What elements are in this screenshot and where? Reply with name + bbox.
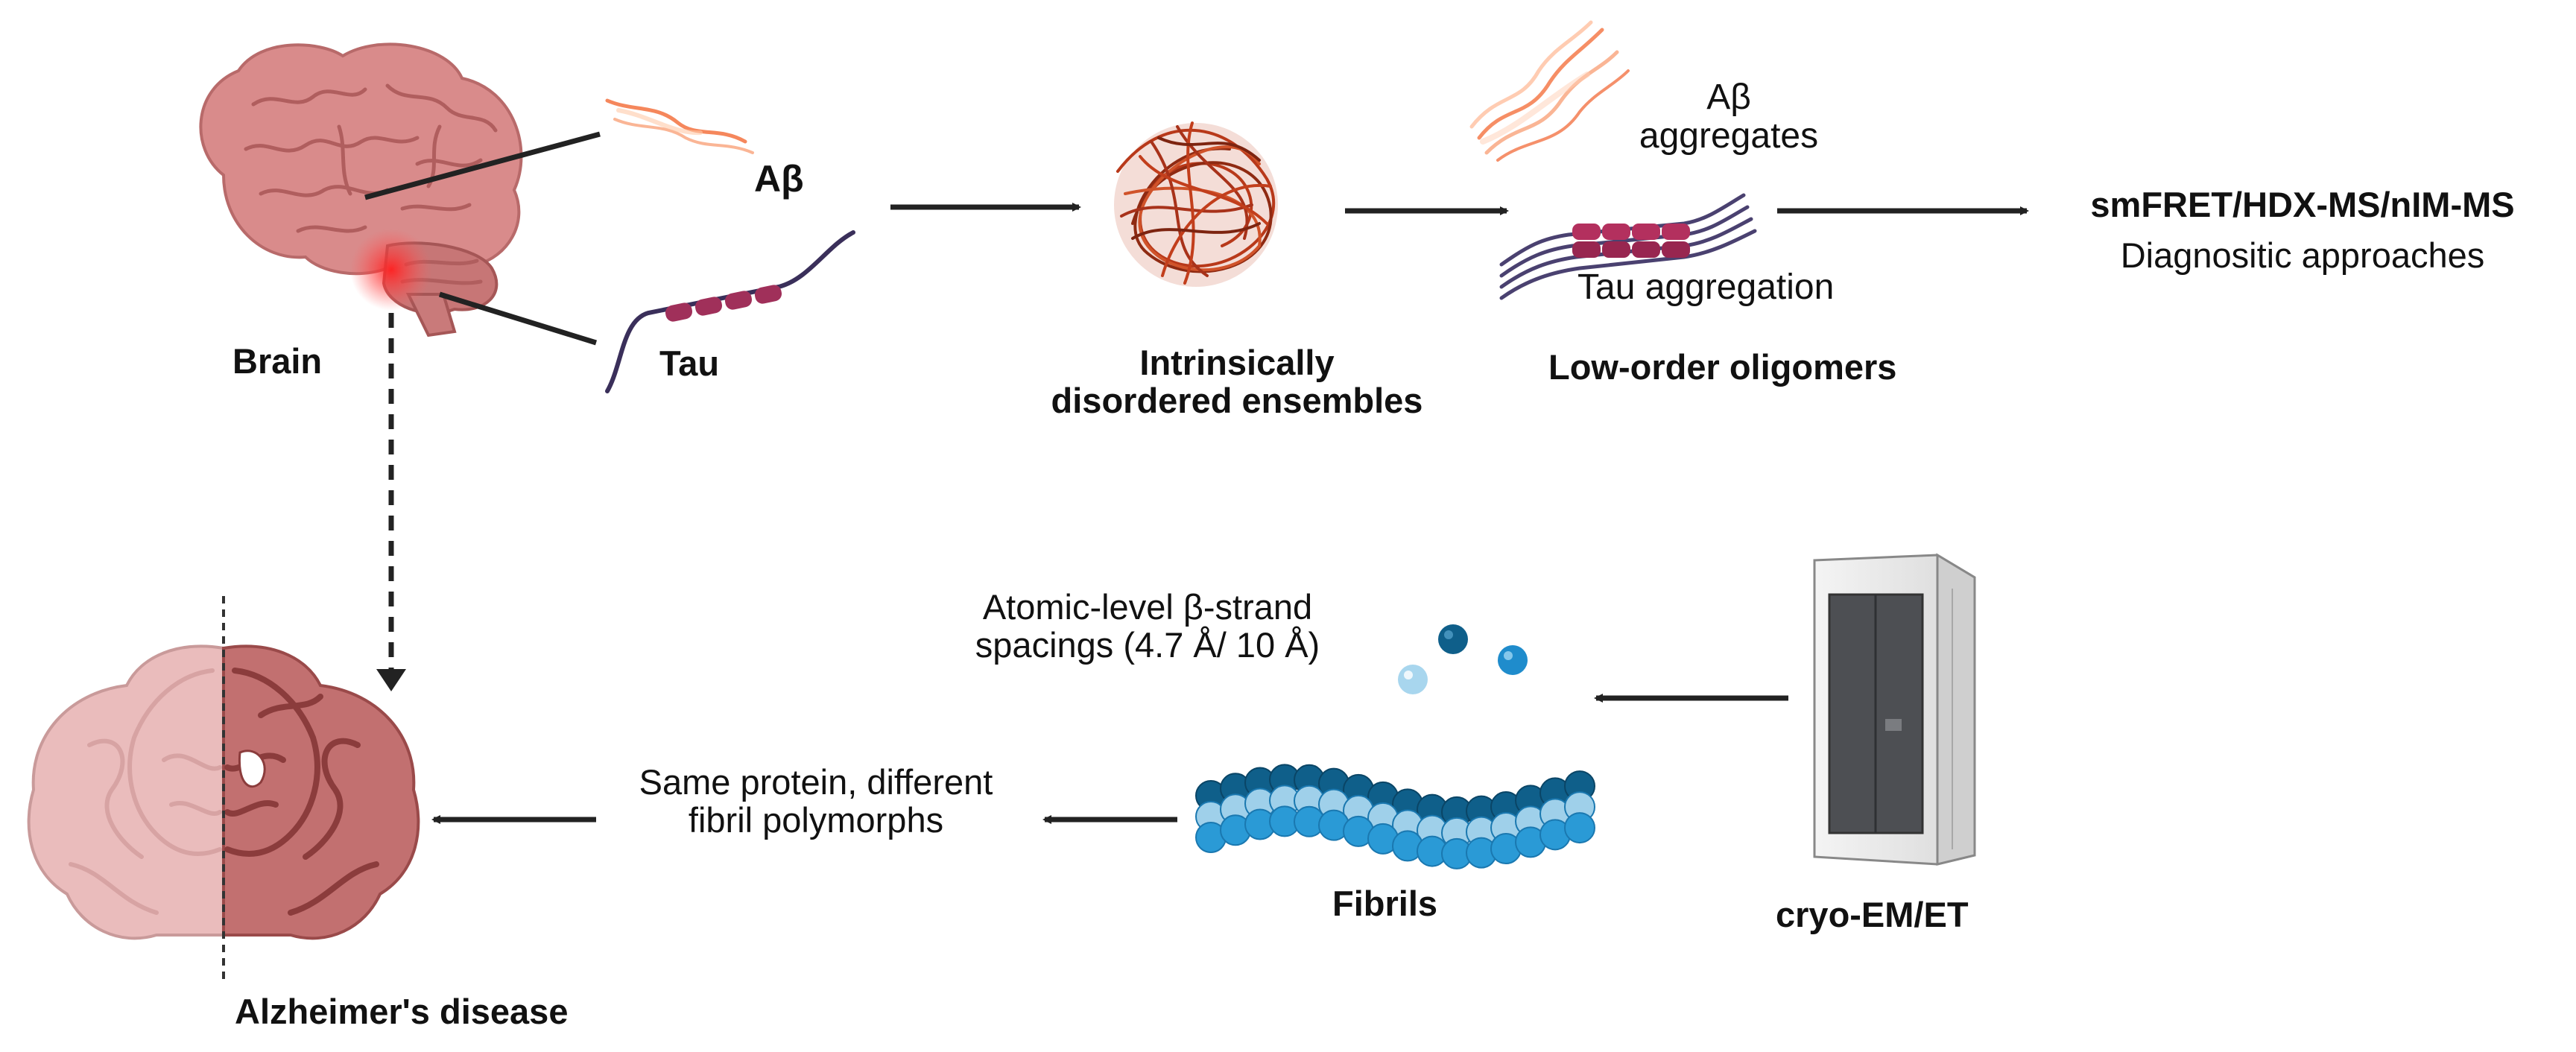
abeta-aggregates-label: Aβ aggregates — [1617, 78, 1841, 156]
ensembles-label-line1: Intrinsically — [1139, 343, 1335, 382]
pointer-line — [438, 291, 598, 346]
fibrils-label: Fibrils — [1332, 884, 1438, 923]
spacing-label: Atomic-level β-strand spacings (4.7 Å/ 1… — [924, 587, 1371, 665]
polymorph-label: Same protein, different fibril polymorph… — [581, 762, 1051, 840]
abeta-strand-icon — [605, 98, 754, 154]
abeta-label: Aβ — [754, 158, 804, 200]
cryo-em-instrument-icon — [1813, 553, 1976, 866]
ensembles-label-line2: disordered ensembles — [1051, 380, 1423, 420]
polymorph-label-line1: Same protein, different — [639, 762, 993, 802]
oligomers-label: Low-order oligomers — [1548, 347, 1897, 387]
tau-chain-icon — [605, 230, 855, 393]
brain-label: Brain — [232, 341, 323, 381]
brain-icon — [199, 42, 523, 338]
abeta-aggregate-icon — [1469, 20, 1630, 162]
pointer-line — [364, 131, 601, 200]
tau-aggregation-label: Tau aggregation — [1577, 267, 1835, 307]
alzheimers-label: Alzheimer's disease — [235, 992, 569, 1031]
tau-label: Tau — [659, 343, 720, 383]
spacing-label-line2: spacings (4.7 Å/ 10 Å) — [975, 624, 1320, 665]
dashed-arrow-head — [376, 669, 406, 691]
tau-aggregate-icon — [1499, 193, 1757, 300]
abeta-aggregates-label-line1: Aβ — [1706, 77, 1751, 117]
ensembles-label: Intrinsically disordered ensembles — [999, 343, 1475, 420]
methods-label: smFRET/HDX-MS/nIM-MS — [2090, 185, 2515, 224]
atom-spheres-icon — [1398, 624, 1528, 694]
cryo-label: cryo-EM/ET — [1776, 895, 1969, 934]
fibril-bead — [1564, 812, 1595, 844]
methods-subtitle: Diagnositic approaches — [2120, 235, 2485, 275]
polymorph-label-line2: fibril polymorphs — [688, 799, 944, 840]
abeta-aggregates-label-line2: aggregates — [1639, 115, 1819, 156]
brain-section-icon — [27, 596, 420, 983]
fibril-icon — [1195, 764, 1595, 869]
disordered-tangle-icon — [1114, 121, 1278, 287]
spacing-label-line1: Atomic-level β-strand — [982, 587, 1313, 627]
